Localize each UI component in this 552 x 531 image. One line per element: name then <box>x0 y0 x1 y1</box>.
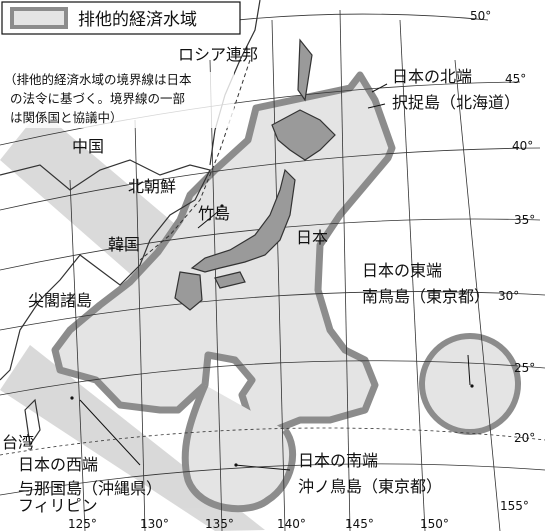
shikoku <box>214 271 246 289</box>
label-russia: ロシア連邦 <box>178 45 258 64</box>
label-north-title: 日本の北端 <box>392 67 472 86</box>
label-west-place: 与那国島（沖縄県） <box>18 479 162 498</box>
leader-lines <box>79 83 471 471</box>
boundary-note: （排他的経済水域の境界線は日本 の法令に基づく。境界線の一部 は関係国と協議中） <box>2 72 234 128</box>
yonaguni-marker <box>70 396 74 400</box>
lon-label-140: 140° <box>277 517 306 531</box>
label-east-place: 南鳥島（東京都） <box>362 287 490 306</box>
lat-label-25: 25° <box>514 361 535 375</box>
okinotorishima-marker <box>234 463 238 467</box>
honshu <box>190 168 296 273</box>
latitude-labels: 50° 45° 40° 35° 30° 25° 20° <box>470 9 535 445</box>
note-line-1: （排他的経済水域の境界線は日本 <box>4 72 192 87</box>
lon-label-150: 150° <box>420 517 449 531</box>
minamitorishima-marker <box>470 384 474 388</box>
country-labels: ロシア連邦 中国 北朝鮮 韓国 日本 台湾 フィリピン <box>2 45 328 515</box>
longitude-lines <box>69 9 501 531</box>
label-north-place: 択捉島（北海道） <box>392 93 520 112</box>
lat-label-20: 20° <box>514 431 535 445</box>
label-senkaku: 尖閣諸島 <box>28 291 92 310</box>
label-taiwan: 台湾 <box>2 433 34 452</box>
taiwan-shape <box>24 398 41 447</box>
lat-label-35: 35° <box>514 213 535 227</box>
legend-label: 排他的経済水域 <box>78 10 197 30</box>
kyushu <box>174 271 203 311</box>
label-south-korea: 韓国 <box>108 235 140 254</box>
takeshima-marker <box>220 204 224 208</box>
island-labels: 竹島 尖閣諸島 <box>28 204 230 310</box>
island-markers <box>70 204 474 467</box>
lon-label-135: 135° <box>205 517 234 531</box>
label-japan: 日本 <box>296 228 328 247</box>
label-north-korea: 北朝鮮 <box>128 177 176 196</box>
lat-label-50: 50° <box>470 9 491 23</box>
lat-label-40: 40° <box>512 139 533 153</box>
label-south-place: 沖ノ鳥島（東京都） <box>298 477 442 496</box>
extreme-points: 日本の北端 択捉島（北海道） 日本の東端 南鳥島（東京都） 日本の西端 与那国島… <box>18 67 520 498</box>
lat-label-30: 30° <box>498 289 519 303</box>
note-line-2: の法令に基づく。境界線の一部 <box>10 91 185 106</box>
sakhalin <box>297 38 313 102</box>
label-south-title: 日本の南端 <box>298 451 378 470</box>
lon-label-145: 145° <box>345 517 374 531</box>
longitude-labels: 125° 130° 135° 140° 145° 150° 155° <box>68 499 529 531</box>
lon-label-155: 155° <box>500 499 529 513</box>
dashed-boundary <box>139 59 251 261</box>
label-east-title: 日本の東端 <box>362 261 442 280</box>
lon-label-125: 125° <box>68 517 97 531</box>
label-china: 中国 <box>72 137 104 156</box>
note-line-3: は関係国と協議中） <box>10 110 123 125</box>
lon-label-130: 130° <box>140 517 169 531</box>
hokkaido <box>271 109 336 161</box>
asia-coastline <box>0 159 211 381</box>
lat-label-45: 45° <box>505 72 526 86</box>
label-west-title: 日本の西端 <box>18 455 98 474</box>
legend-swatch <box>10 7 68 29</box>
legend: 排他的経済水域 <box>1 1 241 35</box>
land <box>174 38 336 311</box>
label-philippines: フィリピン <box>18 496 98 515</box>
label-takeshima: 竹島 <box>198 204 230 223</box>
